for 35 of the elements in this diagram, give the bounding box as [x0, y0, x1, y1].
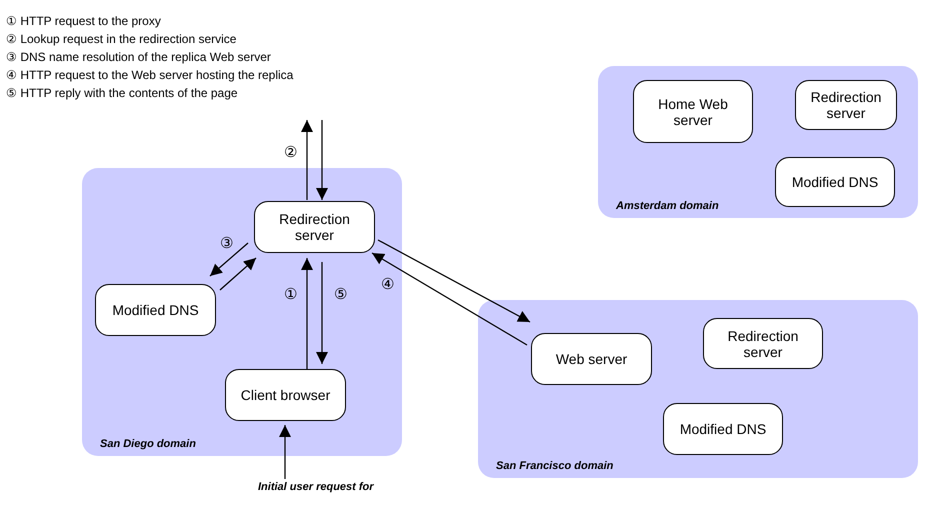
request-note: Initial user request for [258, 481, 478, 495]
server-box: Modified DNS [95, 284, 216, 336]
arrow [316, 262, 328, 364]
arrow [220, 258, 256, 290]
server-box: Home Web server [633, 80, 753, 143]
arrow [316, 120, 328, 200]
arrow [372, 252, 528, 346]
domain-region [478, 300, 918, 478]
domain-label: San Francisco domain [496, 460, 614, 472]
legend-text: ② Lookup request in the redirection service [6, 32, 236, 47]
arrow [279, 425, 291, 479]
server-box: Modified DNS [663, 403, 783, 455]
server-box: Web server [531, 333, 652, 385]
arrow [301, 258, 313, 369]
arrow [378, 239, 530, 323]
server-box: Redirection server [795, 80, 897, 130]
domain-region [82, 168, 402, 456]
edge-label: ② [284, 144, 297, 160]
legend-text: ④ HTTP request to the Web server hosting the replica [6, 68, 294, 83]
domain-region [598, 66, 918, 218]
server-box: Modified DNS [775, 157, 895, 207]
edge-label: ⑤ [334, 286, 347, 302]
arrow [210, 242, 248, 276]
arrow [301, 120, 313, 200]
legend-text: ① HTTP request to the proxy [6, 14, 161, 29]
server-box: Redirection server [254, 201, 375, 253]
edge-label: ④ [381, 276, 394, 292]
legend-text: ⑤ HTTP reply with the contents of the page [6, 86, 238, 101]
server-box: Client browser [225, 369, 346, 421]
edge-label: ③ [220, 235, 233, 251]
legend-text: ③ DNS name resolution of the replica Web server [6, 50, 271, 65]
server-box: Redirection server [703, 318, 823, 369]
domain-label: Amsterdam domain [616, 200, 719, 212]
edge-label: ① [284, 286, 297, 302]
domain-label: San Diego domain [100, 438, 196, 450]
